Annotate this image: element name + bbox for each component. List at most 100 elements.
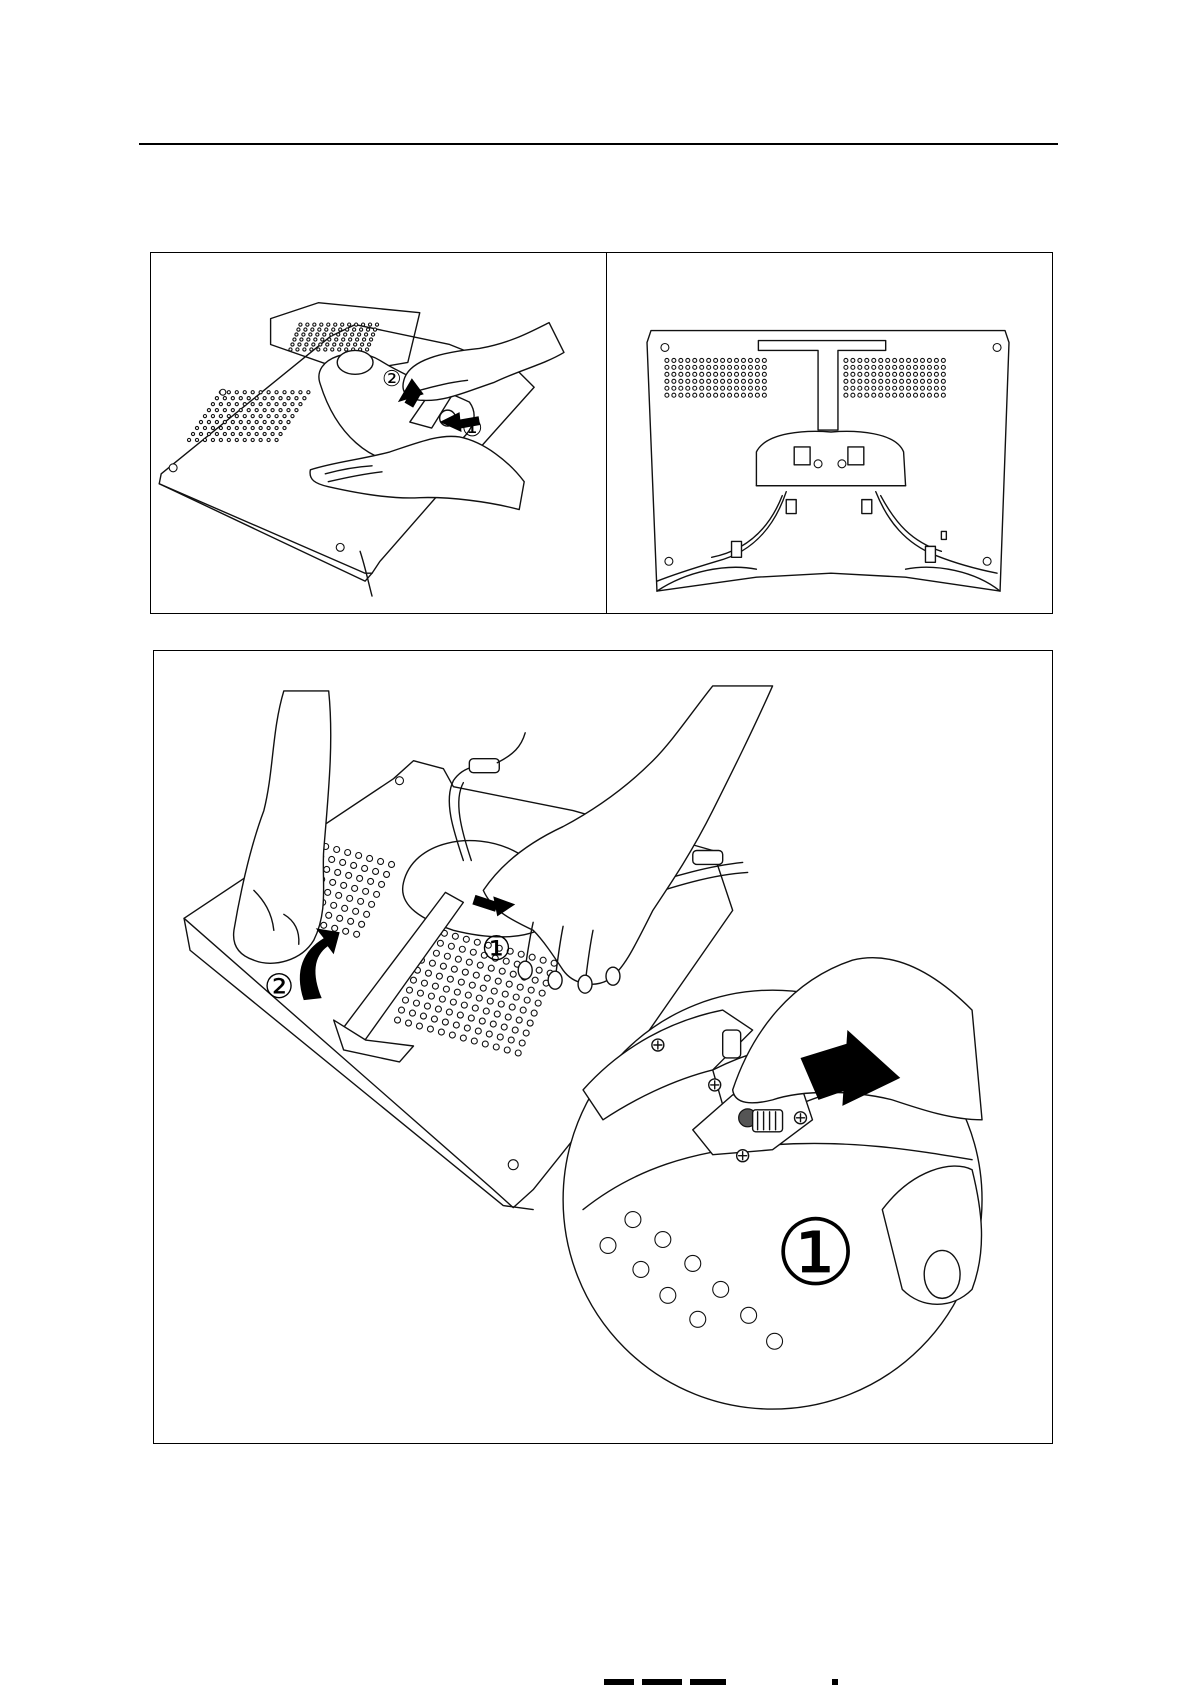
figure-remove-cover: ② ①: [150, 252, 607, 614]
vent-hole: [360, 328, 363, 331]
vent-hole: [335, 338, 338, 341]
vent-hole: [851, 393, 855, 397]
vent-hole: [693, 372, 697, 376]
vent-hole: [941, 365, 945, 369]
vent-hole: [858, 372, 862, 376]
vent-hole: [941, 379, 945, 383]
vent-hole: [506, 981, 512, 987]
vent-hole: [227, 415, 230, 418]
vent-hole: [287, 397, 290, 400]
vent-hole: [707, 365, 711, 369]
vent-hole: [438, 1029, 444, 1035]
vent-hole: [728, 358, 732, 362]
vent-hole: [331, 348, 334, 351]
vent-hole: [858, 365, 862, 369]
vent-hole: [239, 432, 242, 435]
vent-hole: [461, 1002, 467, 1008]
vent-hole: [344, 333, 347, 336]
vent-hole: [927, 358, 931, 362]
vent-hole: [672, 365, 676, 369]
vent-hole: [332, 925, 338, 931]
vent-hole: [287, 409, 290, 412]
vent-hole: [330, 879, 336, 885]
vent-hole: [914, 386, 918, 390]
vent-hole: [700, 393, 704, 397]
vent-hole: [207, 420, 210, 423]
vent-hole: [505, 1014, 511, 1020]
vent-hole: [247, 420, 250, 423]
vent-hole: [343, 928, 349, 934]
vent-hole: [728, 379, 732, 383]
vent-hole: [476, 995, 482, 1001]
vent-hole: [275, 438, 278, 441]
vent-hole: [267, 438, 270, 441]
vent-hole: [227, 438, 230, 441]
vent-hole: [219, 403, 222, 406]
vent-hole: [353, 908, 359, 914]
vent-hole: [473, 972, 479, 978]
vent-hole: [920, 393, 924, 397]
vent-hole: [907, 386, 911, 390]
vent-hole: [303, 397, 306, 400]
vent-hole: [263, 397, 266, 400]
vent-hole: [479, 1018, 485, 1024]
vent-hole: [341, 323, 344, 326]
vent-hole: [518, 951, 524, 957]
vent-hole: [934, 379, 938, 383]
vent-hole: [735, 379, 739, 383]
vent-hole: [531, 1010, 537, 1016]
vent-hole: [359, 921, 365, 927]
vent-hole: [462, 969, 468, 975]
vent-hole: [516, 1017, 522, 1023]
vent-hole: [321, 922, 327, 928]
vent-hole: [762, 379, 766, 383]
vent-hole: [295, 409, 298, 412]
vent-hole: [227, 426, 230, 429]
vent-hole: [371, 333, 374, 336]
vent-hole: [483, 1008, 489, 1014]
vent-hole: [365, 348, 368, 351]
vent-hole: [235, 426, 238, 429]
vent-hole: [324, 348, 327, 351]
vent-hole: [215, 420, 218, 423]
vent-hole: [279, 420, 282, 423]
header-rule: [139, 143, 1058, 145]
vent-hole: [504, 1047, 510, 1053]
vent-hole: [741, 379, 745, 383]
footer-mark: [832, 1679, 838, 1685]
vent-hole: [464, 1025, 470, 1031]
vent-hole: [323, 333, 326, 336]
illustration-back-view: [607, 253, 1052, 613]
vent-hole: [475, 1028, 481, 1034]
vent-hole: [223, 432, 226, 435]
vent-hole: [907, 379, 911, 383]
vent-hole: [693, 386, 697, 390]
vent-hole: [267, 403, 270, 406]
vent-hole: [263, 432, 266, 435]
vent-hole: [721, 372, 725, 376]
vent-hole: [851, 365, 855, 369]
vent-hole: [235, 403, 238, 406]
vent-hole: [900, 379, 904, 383]
vent-hole: [255, 409, 258, 412]
vent-hole: [436, 973, 442, 979]
vent-hole: [865, 365, 869, 369]
vent-hole: [672, 358, 676, 362]
vent-hole: [927, 386, 931, 390]
vent-hole: [484, 975, 490, 981]
vent-hole: [700, 372, 704, 376]
vent-hole: [460, 1035, 466, 1041]
vent-hole: [333, 343, 336, 346]
vent-hole: [195, 426, 198, 429]
vent-hole: [326, 343, 329, 346]
vent-hole: [289, 348, 292, 351]
vent-hole: [267, 415, 270, 418]
vent-hole: [259, 415, 262, 418]
vent-hole: [762, 358, 766, 362]
vent-hole: [275, 391, 278, 394]
vent-hole: [207, 409, 210, 412]
vent-hole: [443, 986, 449, 992]
vent-hole: [231, 409, 234, 412]
vent-hole: [721, 379, 725, 383]
vent-hole: [451, 966, 457, 972]
